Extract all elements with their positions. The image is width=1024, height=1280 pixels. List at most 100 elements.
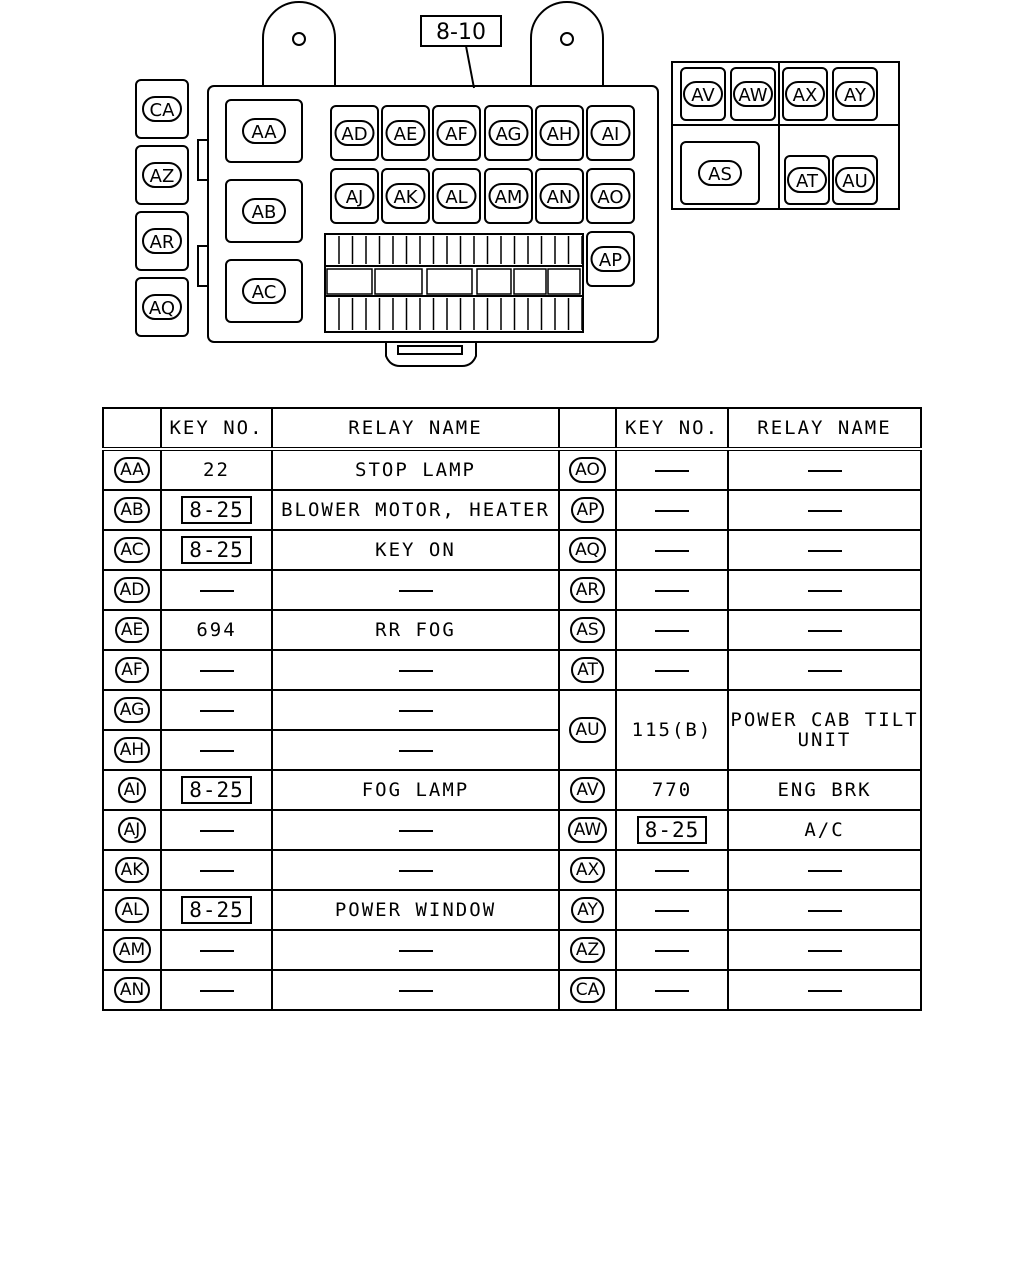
empty-dash [199,989,234,992]
cell-id: AZ [558,929,617,971]
relay-label: AL [445,187,467,208]
right-mounting-ear [530,1,604,86]
empty-dash [807,909,842,912]
cell-name: BLOWER MOTOR, HEATER [271,489,560,531]
relay-id-badge: CA [569,977,606,1003]
cell-key [615,448,729,491]
empty-dash [655,669,689,672]
cell-key [615,969,729,1011]
relay-label: AU [842,171,868,192]
relay-label: AN [547,187,573,208]
cell-id: AI [102,769,162,811]
reference-box [420,15,502,47]
empty-dash [199,949,234,952]
relay-id-badge: AP [570,497,605,523]
cell-id: AV [558,769,617,811]
cell-name [727,529,922,571]
relay-ax: AX [782,67,828,121]
cell-key [160,849,273,891]
relay-label: AF [445,124,468,145]
cell-key: 115(B) [615,689,729,771]
relay-name: KEY ON [375,539,456,561]
relay-label: AP [599,250,622,271]
table-row: AH [102,729,921,771]
relay-label: AB [252,202,277,223]
relay-id-badge: AQ [569,537,606,563]
relay-id-badge: AL [115,897,149,923]
relay-id-badge: AG [113,697,151,723]
empty-dash [398,669,433,672]
cell-name [727,448,922,491]
cell-name: RR FOG [271,609,560,651]
cell-name [727,489,922,531]
relay-label: AE [394,124,418,145]
cell-name [271,969,560,1011]
relay-label: AI [602,124,620,145]
relay-name: POWER CAB TILT UNIT [730,709,919,751]
empty-dash [807,469,842,472]
relay-aa: AA [225,99,303,163]
key-number: 770 [651,779,693,801]
relay-av: AV [680,67,726,121]
relay-id-badge: AO [569,457,606,483]
relay-ae: AE [381,105,430,161]
empty-dash [655,989,689,992]
cell-key: 8-25 [160,529,273,571]
cell-id: AL [102,889,162,931]
key-ref-box: 8-25 [636,816,708,844]
empty-dash [807,589,842,592]
cell-id: AO [558,448,617,491]
key-number: 694 [196,619,237,641]
empty-dash [199,669,234,672]
relay-id-badge: AC [114,537,150,563]
header-id-right [558,407,617,451]
cell-key [160,809,273,851]
cell-key [615,649,729,691]
cell-name [271,849,560,891]
relay-aw: AW [730,67,776,121]
cell-name [727,609,922,651]
relay-id-badge: AB [114,497,150,523]
relay-label: AO [597,187,623,208]
cell-name: POWER CAB TILT UNIT [727,689,922,771]
empty-dash [655,909,689,912]
relay-name: BLOWER MOTOR, HEATER [281,499,550,521]
fuse-block [324,233,584,333]
cell-name [271,729,560,771]
relay-ac: AC [225,259,303,323]
empty-dash [398,589,433,592]
empty-dash [807,509,842,512]
relay-az: AZ [135,145,189,205]
relay-ak: AK [381,168,430,224]
cell-id: AE [102,609,162,651]
relay-name: POWER WINDOW [334,899,497,921]
relay-label: AJ [346,187,364,208]
cell-id: AD [102,569,162,611]
relay-label: AX [793,85,818,106]
cell-key: 770 [615,769,729,811]
relay-label: AD [341,124,367,145]
key-ref-box: 8-25 [181,896,252,924]
cell-id: AN [102,969,162,1011]
side-relay-panel [671,61,900,210]
relay-aq: AQ [135,277,189,337]
cell-name [727,969,922,1011]
empty-dash [655,509,689,512]
cell-id: AK [102,849,162,891]
cell-key: 8-25 [615,809,729,851]
cell-name [727,569,922,611]
cell-key [615,529,729,571]
relay-id-badge: AA [114,457,150,483]
empty-dash [398,989,433,992]
table-row: AC 8-25 KEY ON AQ [102,529,922,571]
relay-label: AC [252,282,277,303]
relay-name: FOG LAMP [361,779,470,801]
